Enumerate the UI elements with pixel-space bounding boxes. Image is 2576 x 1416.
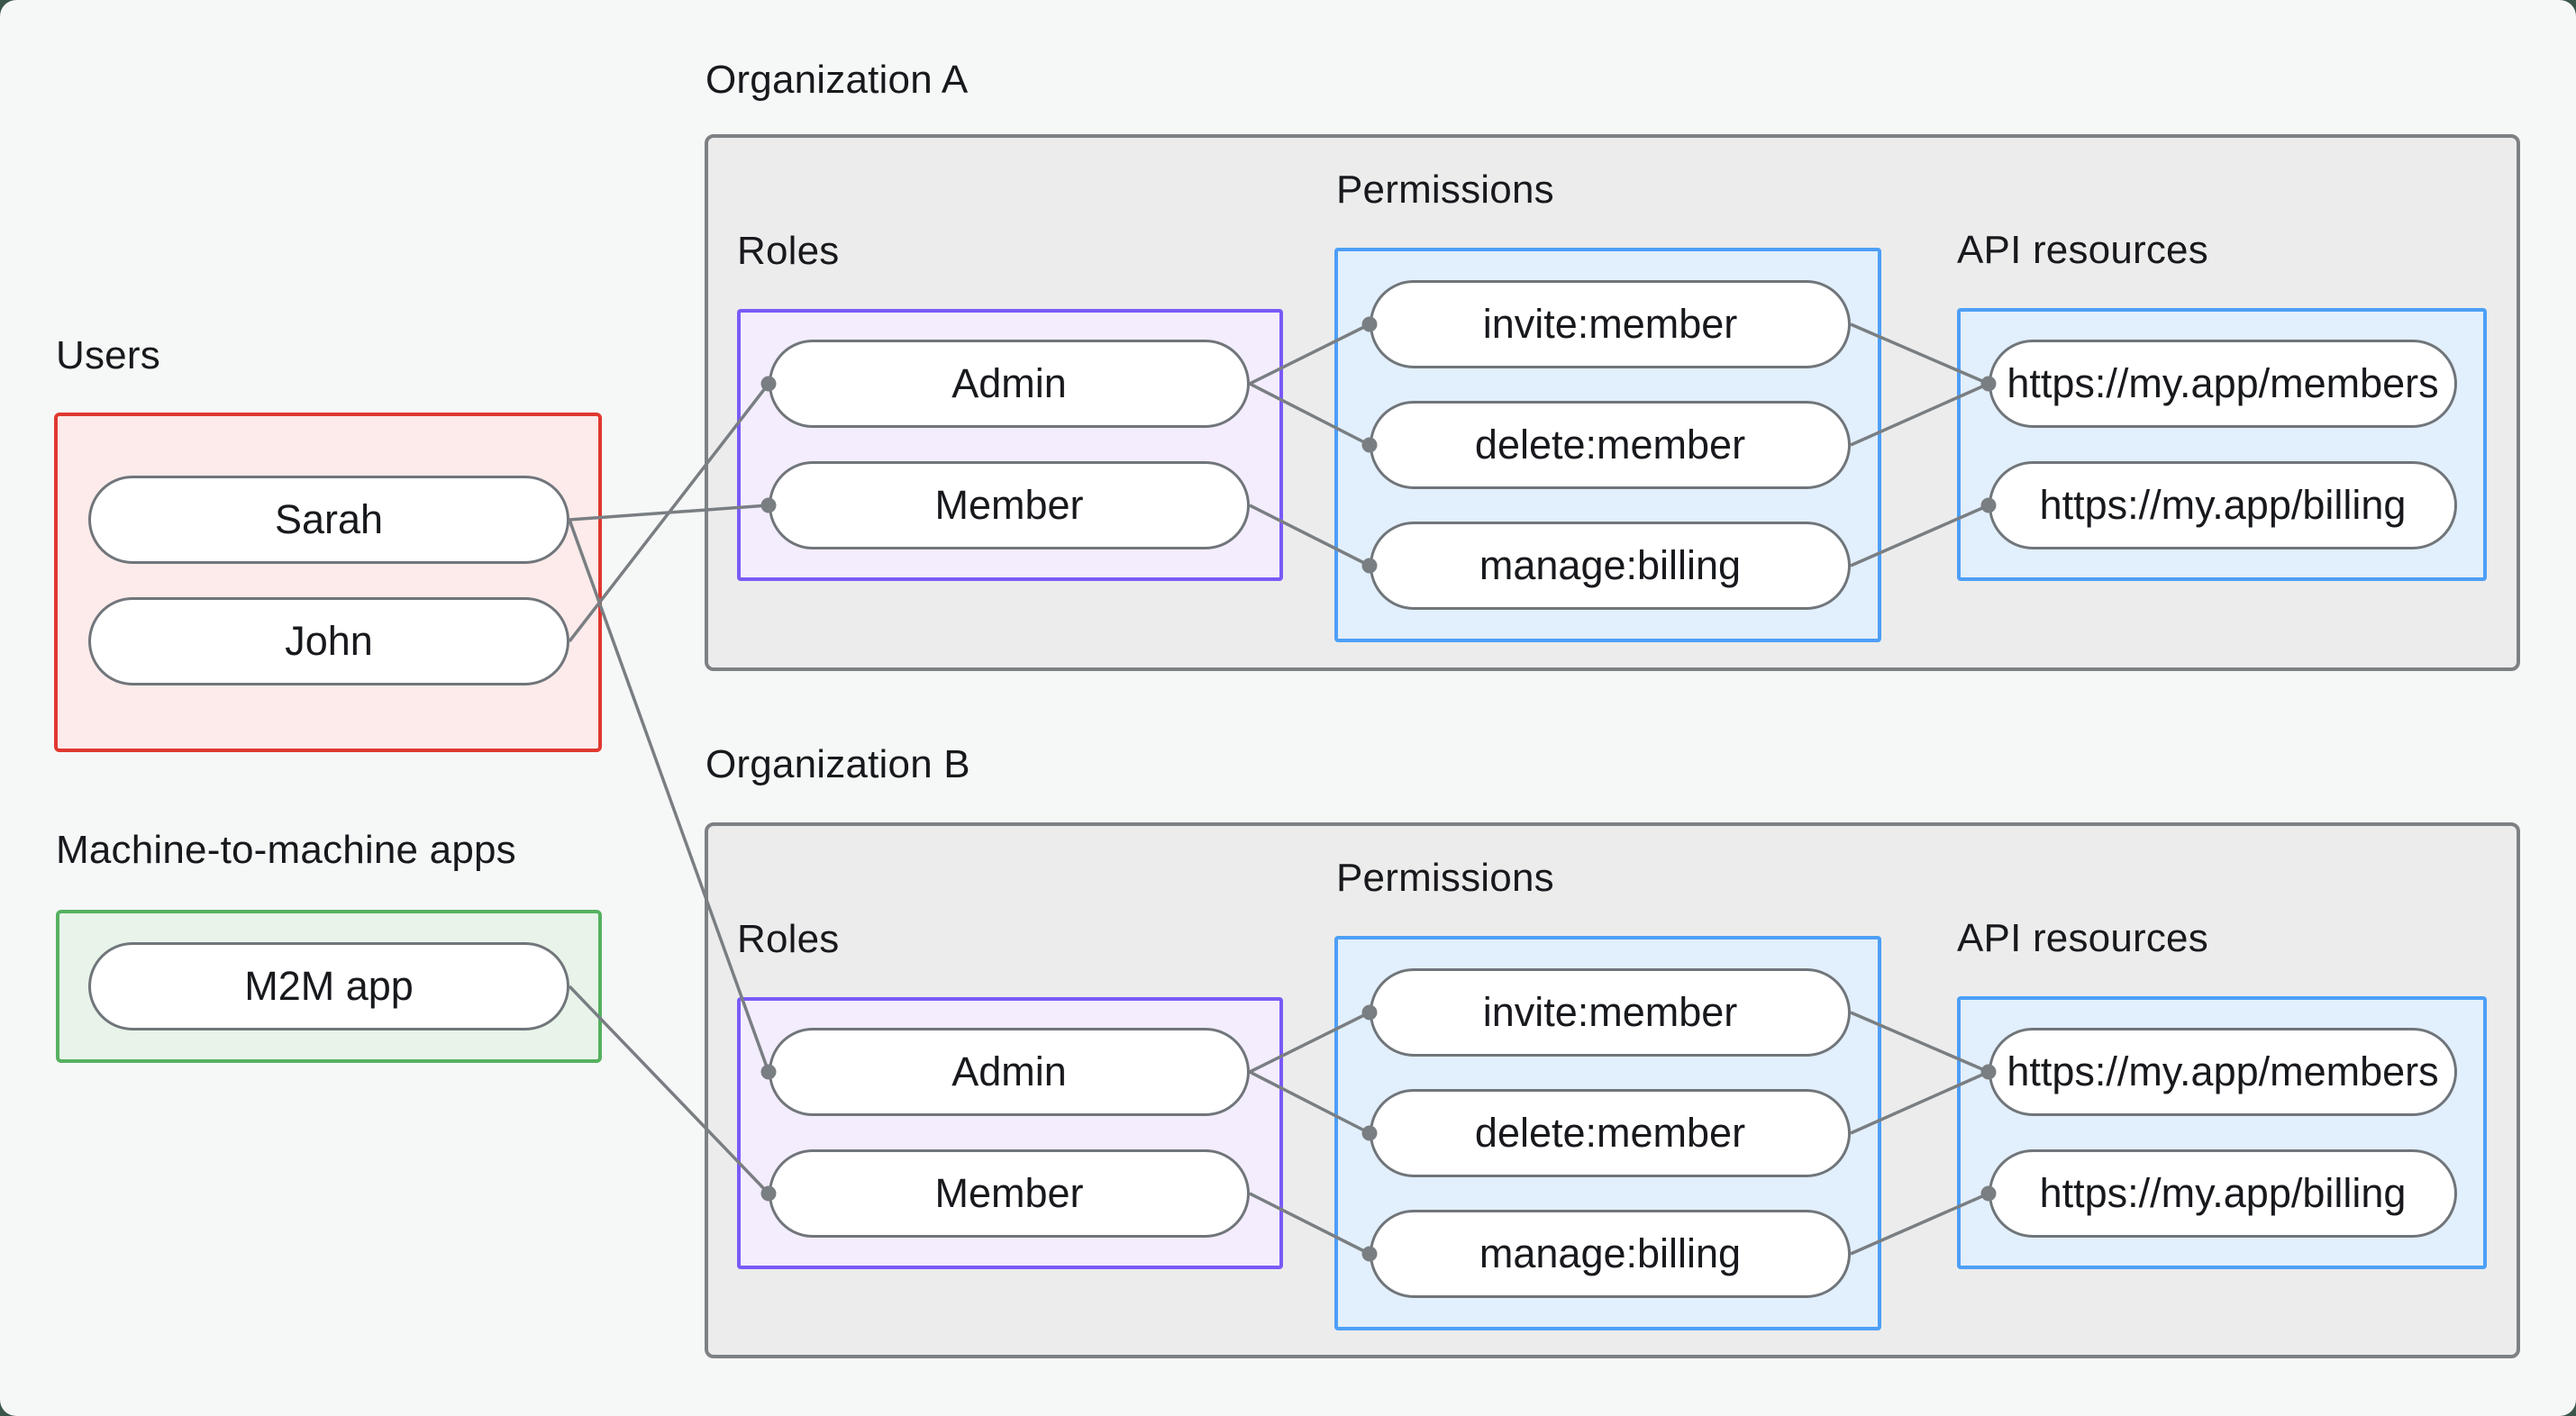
users-group-box (54, 413, 602, 752)
org-b-permission-manage-billing: manage:billing (1370, 1210, 1851, 1298)
org-b-role-member: Member (769, 1149, 1250, 1238)
org-b-label: Organization B (705, 742, 970, 786)
org-a-permission-delete-member: delete:member (1370, 401, 1851, 489)
user-node-sarah: Sarah (88, 476, 569, 564)
org-a-api-billing: https://my.app/billing (1989, 461, 2457, 549)
org-b-api-resources-label: API resources (1957, 916, 2208, 960)
users-group-label: Users (56, 333, 160, 377)
org-b-roles-label: Roles (737, 917, 840, 961)
user-node-john: John (88, 597, 569, 685)
org-b-permissions-label: Permissions (1336, 856, 1554, 900)
org-a-permission-invite-member: invite:member (1370, 280, 1851, 368)
m2m-app-node: M2M app (88, 942, 569, 1030)
org-a-permissions-label: Permissions (1336, 168, 1554, 212)
org-a-permission-manage-billing: manage:billing (1370, 522, 1851, 610)
org-b-role-admin: Admin (769, 1028, 1250, 1116)
org-a-api-resources-label: API resources (1957, 228, 2208, 272)
org-b-permission-delete-member: delete:member (1370, 1089, 1851, 1177)
org-a-role-admin: Admin (769, 340, 1250, 428)
org-a-roles-label: Roles (737, 229, 840, 273)
org-a-api-members: https://my.app/members (1989, 340, 2457, 428)
org-a-label: Organization A (705, 58, 969, 102)
org-b-permission-invite-member: invite:member (1370, 968, 1851, 1057)
org-b-api-members: https://my.app/members (1989, 1028, 2457, 1116)
org-b-api-billing: https://my.app/billing (1989, 1149, 2457, 1238)
org-a-role-member: Member (769, 461, 1250, 549)
m2m-group-label: Machine-to-machine apps (56, 828, 516, 872)
